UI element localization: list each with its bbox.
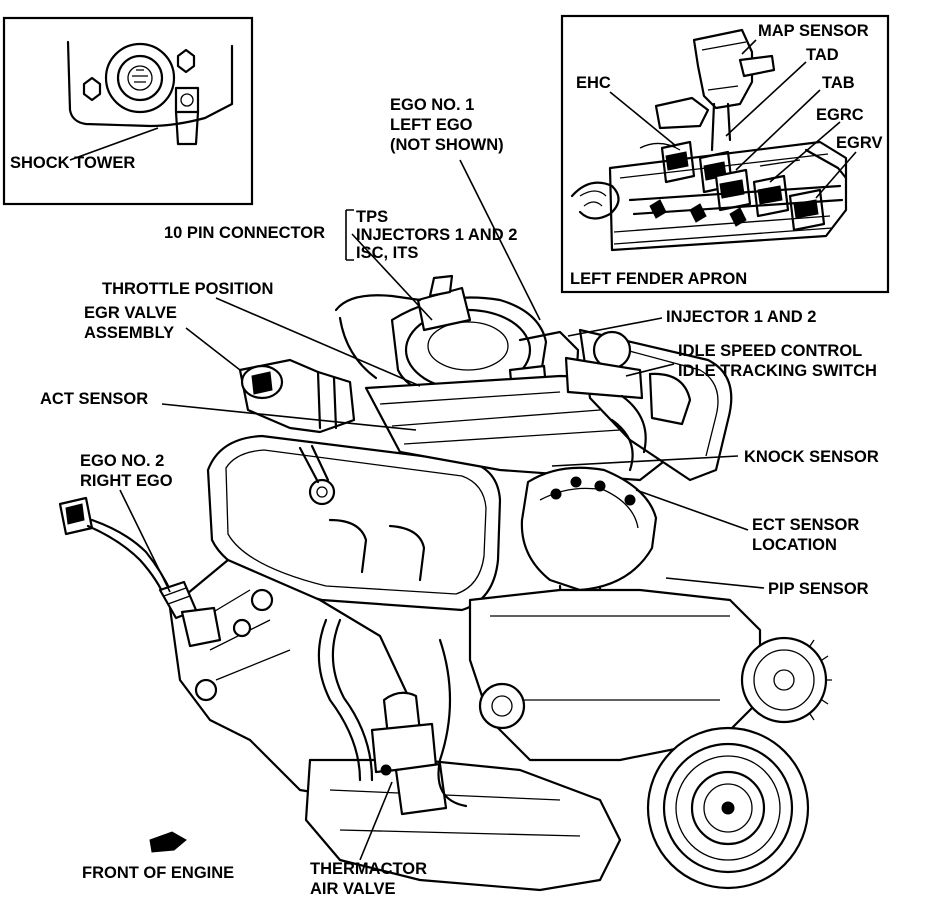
ect-sensor-label-line1: ECT SENSOR bbox=[752, 516, 859, 534]
ego1-label-line1: EGO NO. 1 bbox=[390, 96, 474, 114]
map-sensor-label: MAP SENSOR bbox=[758, 22, 869, 40]
egrc-label: EGRC bbox=[816, 106, 864, 124]
solenoid-inset bbox=[560, 14, 890, 294]
injectors-1-and-2-label: INJECTORS 1 AND 2 bbox=[356, 226, 517, 244]
egr-valve-label-line2: ASSEMBLY bbox=[84, 324, 174, 342]
ego1-label-line3: (NOT SHOWN) bbox=[390, 136, 504, 154]
thermactor-label-line2: AIR VALVE bbox=[310, 880, 396, 898]
tps-label: TPS bbox=[356, 208, 388, 226]
front-of-engine-label: FRONT OF ENGINE bbox=[82, 864, 234, 882]
idle-speed-control-label: IDLE SPEED CONTROL bbox=[678, 342, 862, 360]
ect-sensor-label-line2: LOCATION bbox=[752, 536, 837, 554]
knock-sensor-label: KNOCK SENSOR bbox=[744, 448, 879, 466]
callout-labels: EGO NO. 1 LEFT EGO (NOT SHOWN) 10 PIN CO… bbox=[40, 96, 879, 898]
pip-sensor-label: PIP SENSOR bbox=[768, 580, 869, 598]
idle-tracking-switch-label: IDLE TRACKING SWITCH bbox=[678, 362, 877, 380]
isc-its-label: ISC, ITS bbox=[356, 244, 418, 262]
egrv-label: EGRV bbox=[836, 134, 882, 152]
shock-tower-inset bbox=[2, 16, 254, 206]
ten-pin-connector-label: 10 PIN CONNECTOR bbox=[164, 224, 325, 242]
engine-illustration bbox=[58, 274, 832, 892]
ego2-label-line2: RIGHT EGO bbox=[80, 472, 173, 490]
left-fender-apron-label: LEFT FENDER APRON bbox=[570, 270, 747, 288]
leader-lines bbox=[119, 159, 765, 861]
act-sensor-label: ACT SENSOR bbox=[40, 390, 148, 408]
egr-valve-label-line1: EGR VALVE bbox=[84, 304, 177, 322]
tab-label: TAB bbox=[822, 74, 855, 92]
ehc-label: EHC bbox=[576, 74, 611, 92]
ego2-label-line1: EGO NO. 2 bbox=[80, 452, 164, 470]
ego1-label-line2: LEFT EGO bbox=[390, 116, 473, 134]
injector-label: INJECTOR 1 AND 2 bbox=[666, 308, 816, 326]
thermactor-label-line1: THERMACTOR bbox=[310, 860, 427, 878]
tad-label: TAD bbox=[806, 46, 839, 64]
throttle-position-label: THROTTLE POSITION bbox=[102, 280, 273, 298]
shock-tower-label: SHOCK TOWER bbox=[10, 154, 135, 172]
